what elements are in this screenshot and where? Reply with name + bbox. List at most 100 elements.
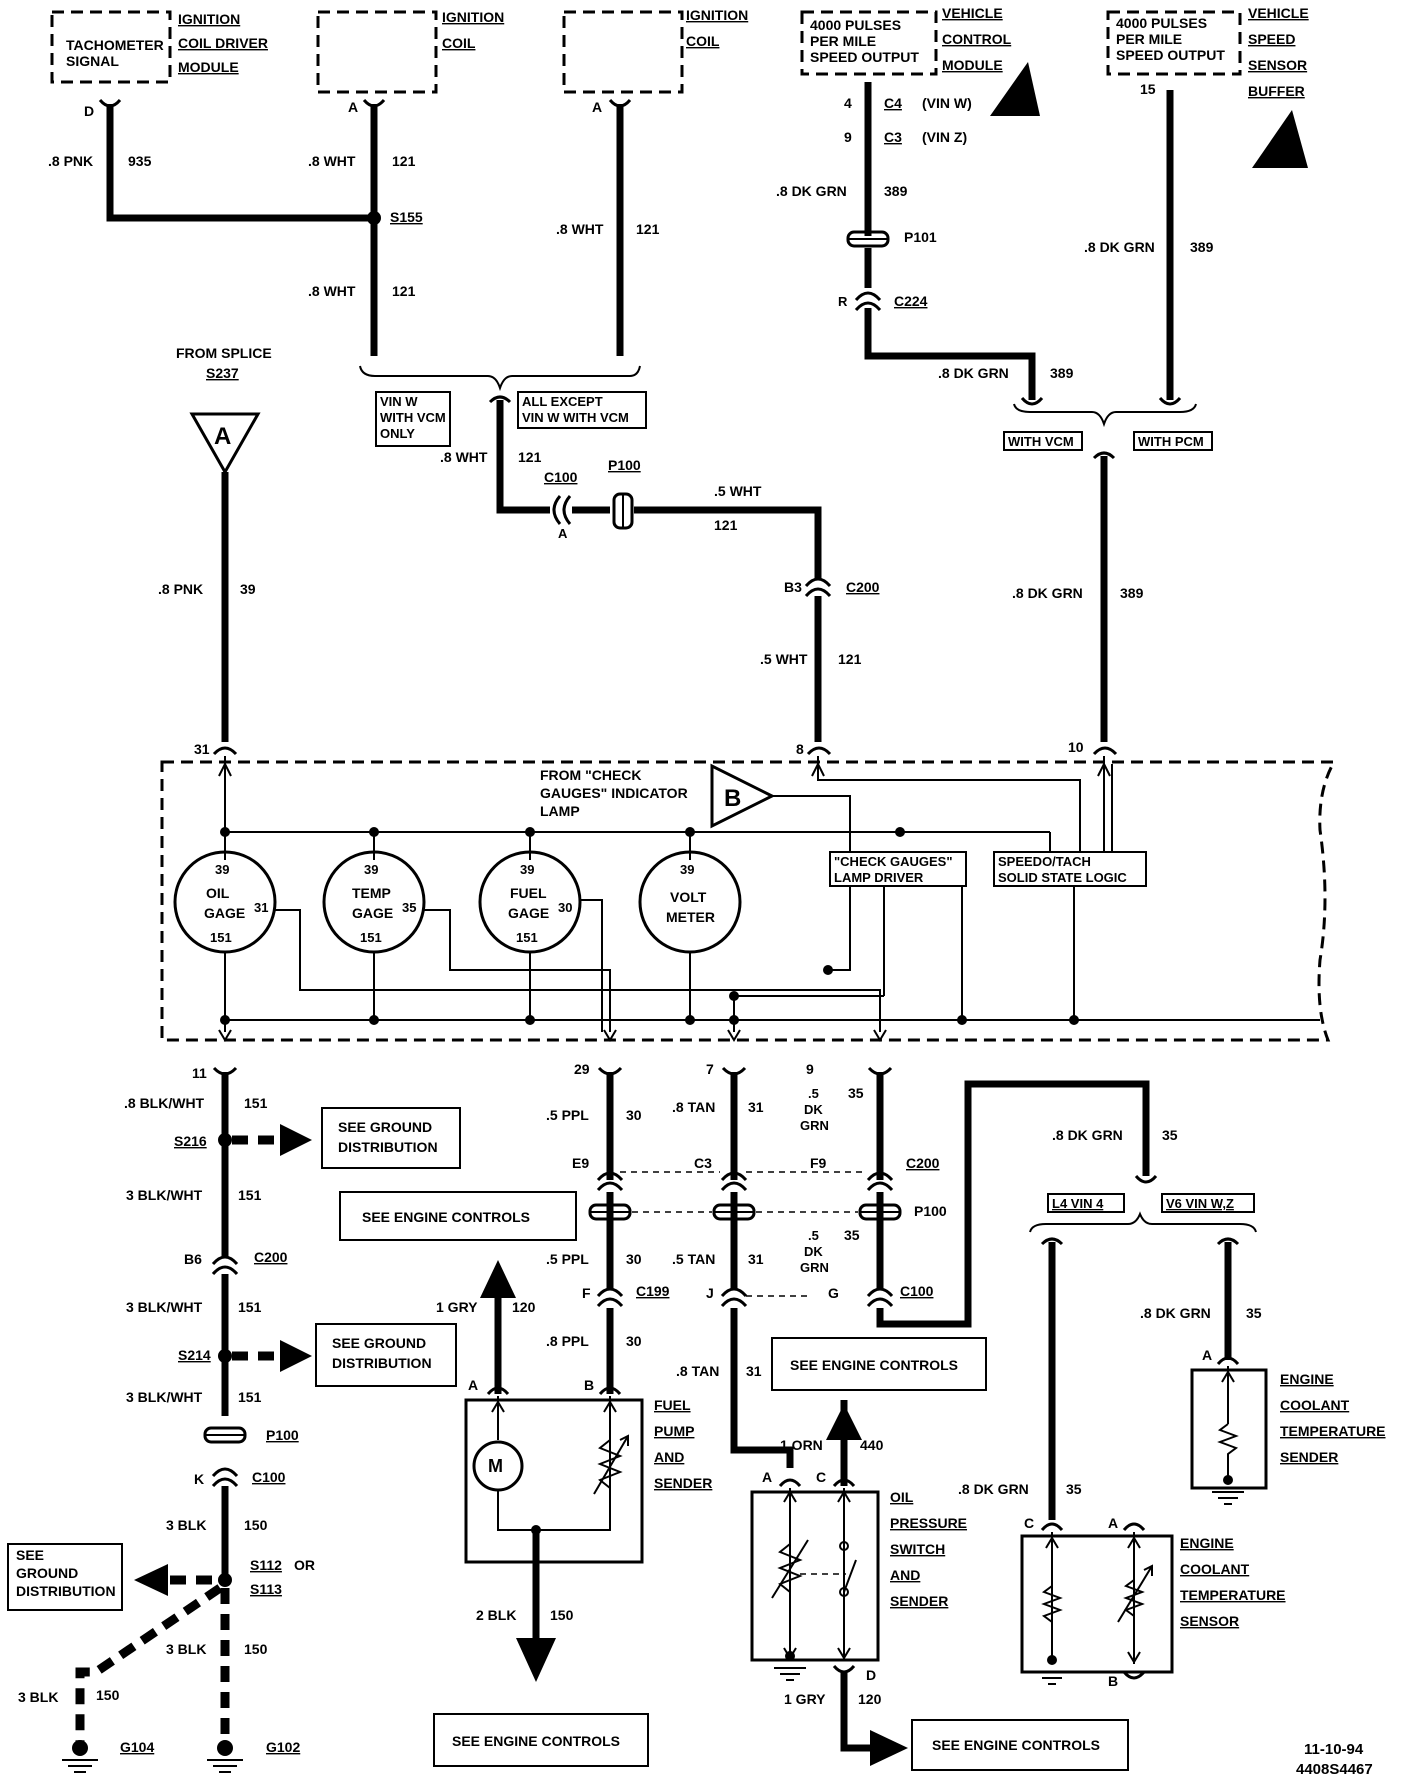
pin-label: B [584, 1377, 594, 1393]
vcm-box-line1: 4000 PULSES [810, 17, 901, 33]
vin-note: (VIN W) [922, 95, 972, 111]
ect-sensor-label-2: COOLANT [1180, 1561, 1250, 1577]
ect-sensor [1020, 1534, 1174, 1674]
circuit-number: 440 [860, 1437, 884, 1453]
dkgrn-a-3: GRN [800, 1118, 829, 1133]
ect-sender-label-1: ENGINE [1280, 1371, 1334, 1387]
ground-label: G104 [120, 1739, 154, 1755]
opt-vinw-2: WITH VCM [380, 410, 446, 425]
dkgrn-a-1: .5 [808, 1086, 819, 1101]
temp-gage-1: TEMP [352, 885, 391, 901]
gauge-pin: 31 [254, 900, 268, 915]
wire-label: .5 WHT [714, 483, 762, 499]
vss-box-line1: 4000 PULSES [1116, 15, 1207, 31]
coil2-pin: A [592, 99, 602, 115]
gauge-pin: 39 [520, 862, 534, 877]
fuel-gage-1: FUEL [510, 885, 547, 901]
ect-sender-label-4: SENDER [1280, 1449, 1338, 1465]
pin-label: 7 [706, 1061, 714, 1077]
pin-label: K [194, 1471, 204, 1487]
wire-label: 3 BLK [18, 1689, 58, 1705]
pin-label: D [866, 1667, 876, 1683]
esd-warning-icon-2 [1252, 110, 1308, 168]
circuit-number: 120 [512, 1299, 536, 1315]
circuit-number: 121 [518, 449, 542, 465]
ect-sender-label-3: TEMPERATURE [1280, 1423, 1386, 1439]
triangle-b-label: B [724, 785, 741, 812]
top-wiring: .8 PNK 935 S155 .8 WHT 121 .8 WHT 121 .8… [48, 82, 1214, 742]
fuel-label-3: AND [654, 1449, 684, 1465]
wire-label: .8 BLK/WHT [124, 1095, 205, 1111]
coil2-module: IGNITION COIL A [562, 7, 748, 115]
opt-l4: L4 VIN 4 [1052, 1196, 1104, 1211]
wire-label: .8 PPL [546, 1333, 589, 1349]
pin-label: 9 [806, 1061, 814, 1077]
wire-label: .5 TAN [672, 1251, 715, 1267]
circuit-number: 39 [240, 581, 256, 597]
circuit-number: 389 [1050, 365, 1074, 381]
opt-v6: V6 VIN W,Z [1166, 1196, 1234, 1211]
see-engine-box-1 [339, 1191, 577, 1241]
vss-side-2: SPEED [1248, 31, 1295, 47]
pin-label: 8 [796, 741, 804, 757]
tach-side-3: MODULE [178, 59, 239, 75]
dkgrn-b-2: DK [804, 1244, 823, 1259]
coil1-pin: A [348, 99, 358, 115]
connector-label: P101 [904, 229, 937, 245]
circuit-number: 121 [392, 153, 416, 169]
circuit-number: 121 [714, 517, 738, 533]
wire-label: .8 WHT [556, 221, 604, 237]
wire-label: .8 DK GRN [1052, 1127, 1123, 1143]
vss-pin: 15 [1140, 81, 1156, 97]
pin-label: J [706, 1285, 714, 1301]
circuit-number: 30 [626, 1333, 642, 1349]
wire-label: 1 GRY [784, 1691, 826, 1707]
fuel-pump-sender [464, 1398, 644, 1564]
gauge-pin: 151 [210, 930, 232, 945]
wire-label: .5 WHT [760, 651, 808, 667]
check-driver-2: LAMP DRIVER [834, 870, 924, 885]
diagram-code: 4408S4467 [1296, 1761, 1373, 1778]
circuit-number: 35 [1066, 1481, 1082, 1497]
circuit-number: 121 [636, 221, 660, 237]
wire-label: 3 BLK [166, 1517, 206, 1533]
triangle-a-label: A [214, 423, 231, 450]
tach-side-1: IGNITION [178, 11, 240, 27]
coil2-side-1: IGNITION [686, 7, 748, 23]
circuit-number: 389 [1190, 239, 1214, 255]
connector-a-triangle [189, 412, 261, 476]
circuit-number: 150 [244, 1517, 268, 1533]
circuit-number: 121 [392, 283, 416, 299]
gauge-pin: 151 [516, 930, 538, 945]
splice-label: S216 [174, 1133, 207, 1149]
see-engine-1: SEE ENGINE CONTROLS [362, 1209, 530, 1225]
wire-label: 1 GRY [436, 1299, 478, 1315]
pin-label: E9 [572, 1155, 589, 1171]
pin-label: B [1108, 1673, 1118, 1689]
fuel-label-2: PUMP [654, 1423, 694, 1439]
vcm-box-line2: PER MILE [810, 33, 876, 49]
wire-label: .8 DK GRN [776, 183, 847, 199]
connector-label: C3 [884, 129, 902, 145]
vss-module: 4000 PULSES PER MILE SPEED OUTPUT VEHICL… [1106, 5, 1309, 168]
pin-label: 11 [192, 1065, 207, 1081]
circuit-number: 389 [884, 183, 908, 199]
see-ground-box-2 [315, 1323, 457, 1387]
from-check-2: GAUGES" INDICATOR [540, 785, 688, 801]
circuit-number: 150 [96, 1687, 120, 1703]
opt-vinw-3: ONLY [380, 426, 415, 441]
oil-label-1: OIL [890, 1489, 914, 1505]
circuit-number: 35 [1246, 1305, 1262, 1321]
connector-label: C4 [884, 95, 902, 111]
speedo-logic-2: SOLID STATE LOGIC [998, 870, 1127, 885]
see-engine-box-4 [911, 1719, 1129, 1771]
vin-note: (VIN Z) [922, 129, 967, 145]
pin-label: 10 [1068, 739, 1084, 755]
vcm-module: 4000 PULSES PER MILE SPEED OUTPUT VEHICL… [800, 5, 1040, 116]
from-check-1: FROM "CHECK [540, 767, 642, 783]
circuit-number: 389 [1120, 585, 1144, 601]
pin-label: B6 [184, 1251, 202, 1267]
opt-withpcm: WITH PCM [1138, 434, 1204, 449]
ground-label: G102 [266, 1739, 300, 1755]
circuit-number: 30 [626, 1107, 642, 1123]
